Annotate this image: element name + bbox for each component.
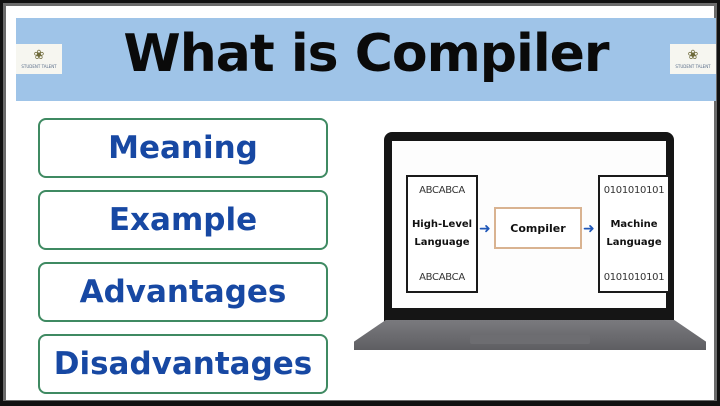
topic-example[interactable]: Example: [38, 190, 328, 250]
target-top-code: 0101010101: [603, 185, 665, 196]
high-level-language-box: ABCABCA High-Level Language ABCABCA: [406, 175, 478, 293]
source-name-line2: Language: [414, 237, 470, 248]
target-bottom-code: 0101010101: [603, 272, 665, 283]
source-name-line1: High-Level: [411, 219, 473, 230]
compiler-label: Compiler: [510, 221, 566, 235]
topic-disadvantages[interactable]: Disadvantages: [38, 334, 328, 394]
logo-right: ❀ STUDENT TALENT: [670, 44, 716, 74]
laptop-screen: ABCABCA High-Level Language ABCABCA ➜ Co…: [392, 141, 670, 308]
arrow-right-icon: ➜: [583, 221, 595, 237]
topic-list: Meaning Example Advantages Disadvantages: [38, 118, 328, 406]
laptop-illustration: ABCABCA High-Level Language ABCABCA ➜ Co…: [354, 130, 706, 354]
logo-left: ❀ STUDENT TALENT: [16, 44, 62, 74]
source-top-code: ABCABCA: [419, 185, 465, 196]
target-name-line1: Machine: [610, 219, 658, 230]
logo-right-text: STUDENT TALENT: [675, 64, 711, 69]
compiler-box: Compiler: [494, 207, 582, 249]
topic-meaning[interactable]: Meaning: [38, 118, 328, 178]
page-title: What is Compiler: [123, 24, 609, 84]
arrow-right-icon: ➜: [479, 221, 491, 237]
source-bottom-code: ABCABCA: [419, 272, 465, 283]
slide-canvas: ❀ STUDENT TALENT What is Compiler ❀ STUD…: [6, 6, 716, 400]
laptop-trackpad: [470, 335, 590, 344]
machine-language-box: 0101010101 Machine Language 0101010101: [598, 175, 670, 293]
title-banner: ❀ STUDENT TALENT What is Compiler ❀ STUD…: [16, 18, 716, 101]
owl-icon: ❀: [687, 48, 699, 63]
topic-advantages[interactable]: Advantages: [38, 262, 328, 322]
target-name-line2: Language: [606, 237, 662, 248]
owl-icon: ❀: [33, 48, 45, 63]
logo-left-text: STUDENT TALENT: [21, 64, 57, 69]
laptop-bezel: ABCABCA High-Level Language ABCABCA ➜ Co…: [384, 132, 674, 322]
